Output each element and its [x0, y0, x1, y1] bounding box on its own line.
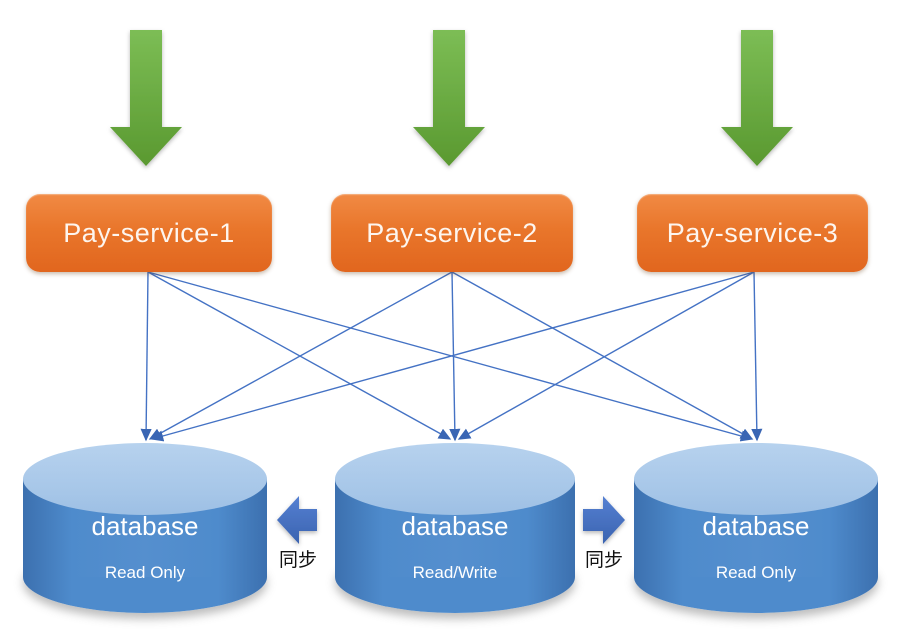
database-subtitle: Read Only: [104, 563, 186, 582]
incoming-arrow-3: [721, 30, 793, 166]
sync-arrow-left: [277, 496, 317, 544]
cylinder-top: [23, 443, 267, 515]
cylinder-top: [335, 443, 575, 515]
sync-label-right: 同步: [584, 550, 623, 571]
sync-arrow-right: [583, 496, 625, 544]
service-label: Pay-service-1: [63, 217, 235, 248]
service-node-pay-service-2: Pay-service-2: [331, 194, 573, 272]
database-title: database: [702, 511, 810, 541]
database-subtitle: Read/Write: [412, 563, 498, 582]
service-node-pay-service-1: Pay-service-1: [26, 194, 272, 272]
database-title: database: [401, 511, 509, 541]
service-label: Pay-service-3: [666, 217, 839, 248]
database-title: database: [91, 511, 199, 541]
cylinder-top: [634, 443, 878, 515]
database-node-read-only-right: database Read Only: [634, 443, 878, 613]
sync-label-left: 同步: [278, 550, 317, 571]
service-node-pay-service-3: Pay-service-3: [637, 194, 868, 272]
incoming-arrow-1: [110, 30, 182, 166]
database-node-read-only-left: database Read Only: [23, 443, 267, 613]
database-node-read-write: database Read/Write: [335, 443, 575, 613]
database-subtitle: Read Only: [715, 563, 797, 582]
incoming-arrow-2: [413, 30, 485, 166]
service-database-connectors: [140, 271, 763, 442]
service-label: Pay-service-2: [366, 217, 538, 248]
